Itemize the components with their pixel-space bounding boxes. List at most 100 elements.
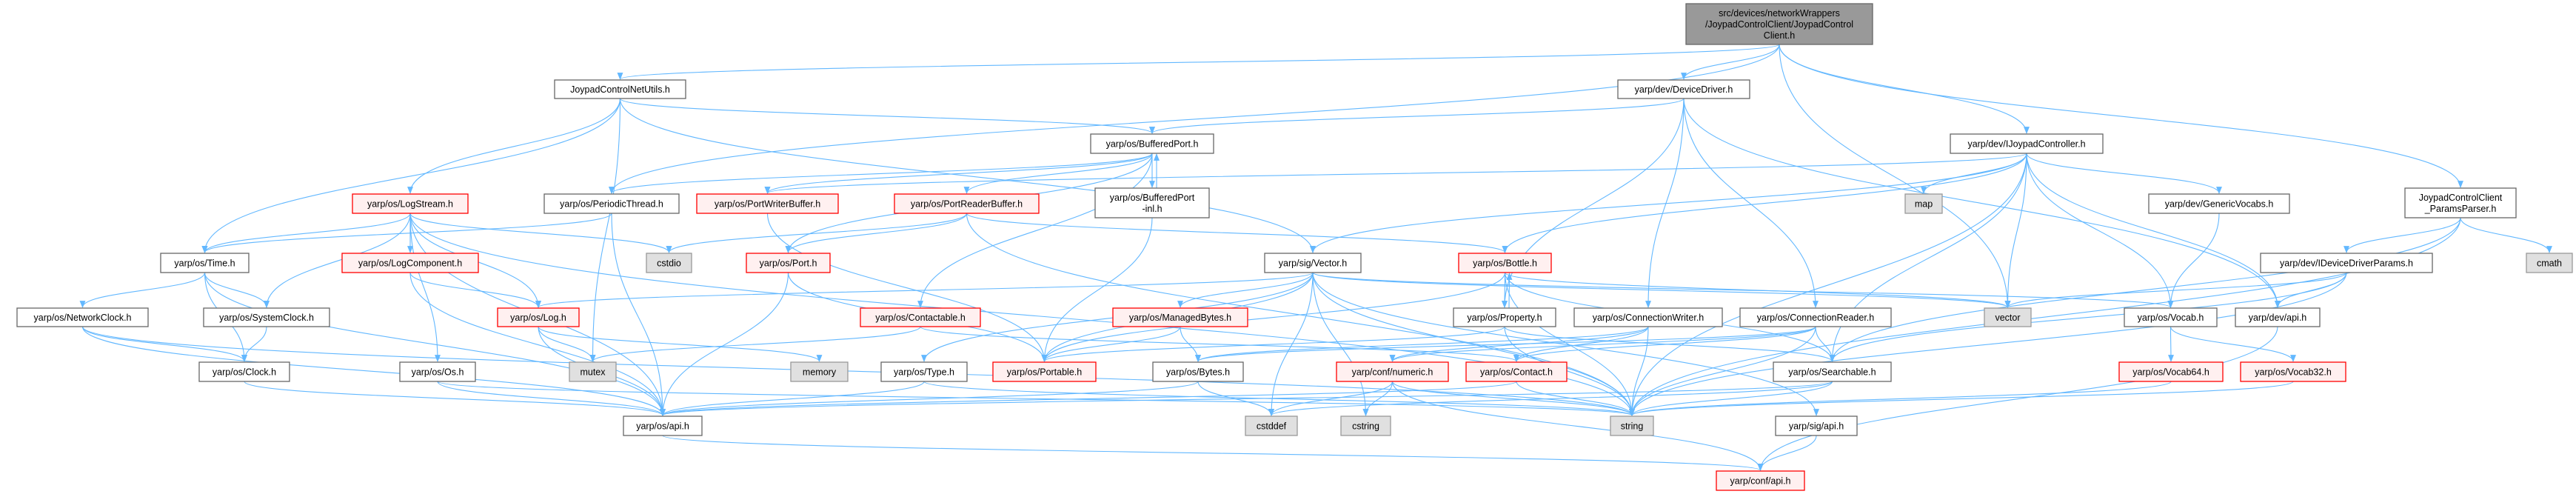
node-property[interactable]: yarp/os/Property.h bbox=[1453, 307, 1556, 327]
edge-bottle-to-vector bbox=[1504, 272, 2011, 308]
node-confapi[interactable]: yarp/conf/api.h bbox=[1716, 470, 1805, 491]
node-time[interactable]: yarp/os/Time.h bbox=[160, 253, 250, 273]
node-logstream[interactable]: yarp/os/LogStream.h bbox=[352, 193, 469, 214]
node-label: yarp/os/Port.h bbox=[760, 258, 817, 268]
node-bottle[interactable]: yarp/os/Bottle.h bbox=[1458, 253, 1552, 273]
edge-portreader-to-port bbox=[785, 213, 968, 253]
node-portable[interactable]: yarp/os/Portable.h bbox=[992, 361, 1097, 382]
edge-contactable-to-mutex bbox=[589, 326, 921, 362]
node-portwriter[interactable]: yarp/os/PortWriterBuffer.h bbox=[696, 193, 839, 214]
edge-root-to-params bbox=[1779, 44, 2463, 188]
edge-sigvector-to-cstring bbox=[1312, 272, 1369, 416]
edge-ijoypad-to-portwriter bbox=[765, 153, 2027, 194]
edge-bottle-to-string bbox=[1504, 272, 1635, 416]
node-vocab[interactable]: yarp/os/Vocab.h bbox=[2124, 307, 2218, 327]
node-label: yarp/os/api.h bbox=[636, 421, 689, 431]
node-label: yarp/os/LogStream.h bbox=[367, 198, 453, 209]
node-sigapi[interactable]: yarp/sig/api.h bbox=[1775, 415, 1858, 436]
node-cstdio: cstdio bbox=[646, 253, 692, 273]
node-box bbox=[1904, 193, 1943, 214]
edge-bufferedport-to-periodic bbox=[609, 153, 1153, 194]
node-managedbytes[interactable]: yarp/os/ManagedBytes.h bbox=[1112, 307, 1248, 327]
node-os[interactable]: yarp/os/Os.h bbox=[399, 361, 476, 382]
node-genericvocabs[interactable]: yarp/dev/GenericVocabs.h bbox=[2148, 193, 2290, 214]
node-box bbox=[1773, 361, 1892, 382]
node-label: yarp/os/Time.h bbox=[174, 258, 235, 268]
node-vocab64[interactable]: yarp/os/Vocab64.h bbox=[2118, 361, 2224, 382]
node-label: yarp/os/Vocab32.h bbox=[2255, 367, 2332, 377]
edge-genericvocabs-to-vocab bbox=[2167, 213, 2220, 308]
node-clock[interactable]: yarp/os/Clock.h bbox=[198, 361, 290, 382]
node-ijoypad[interactable]: yarp/dev/IJoypadController.h bbox=[1950, 133, 2104, 154]
edge-contact-to-string bbox=[1516, 381, 1635, 416]
node-label: cstddef bbox=[1257, 421, 1287, 431]
node-periodic[interactable]: yarp/os/PeriodicThread.h bbox=[543, 193, 680, 214]
node-vocab32[interactable]: yarp/os/Vocab32.h bbox=[2240, 361, 2346, 382]
edge-logcomponent-to-osapi bbox=[409, 272, 666, 416]
edge-ijoypad-to-string bbox=[1629, 153, 2027, 416]
node-label: yarp/os/ConnectionWriter.h bbox=[1593, 313, 1704, 323]
node-box bbox=[860, 307, 981, 327]
edge-ijoypad-to-vocab bbox=[2026, 153, 2174, 308]
node-systemclock[interactable]: yarp/os/SystemClock.h bbox=[203, 307, 330, 327]
node-log[interactable]: yarp/os/Log.h bbox=[497, 307, 580, 327]
node-box bbox=[2118, 361, 2224, 382]
node-devicedriver[interactable]: yarp/dev/DeviceDriver.h bbox=[1617, 79, 1750, 99]
node-logcomponent[interactable]: yarp/os/LogComponent.h bbox=[341, 253, 479, 273]
edge-layer bbox=[79, 44, 2552, 471]
node-portreader[interactable]: yarp/os/PortReaderBuffer.h bbox=[894, 193, 1040, 214]
edge-numeric-to-cstring bbox=[1362, 381, 1394, 416]
edge-params-to-cmath bbox=[2460, 217, 2552, 253]
edge-numeric-to-string bbox=[1391, 381, 1635, 416]
node-box bbox=[1465, 361, 1568, 382]
node-bufferedport[interactable]: yarp/os/BufferedPort.h bbox=[1090, 133, 1214, 154]
node-label: map bbox=[1915, 198, 1933, 209]
node-label: yarp/os/Portable.h bbox=[1007, 367, 1082, 377]
node-contact[interactable]: yarp/os/Contact.h bbox=[1465, 361, 1568, 382]
node-box bbox=[2240, 361, 2346, 382]
node-networkclock[interactable]: yarp/os/NetworkClock.h bbox=[16, 307, 149, 327]
edge-vocab-to-vocab32 bbox=[2169, 326, 2296, 362]
node-connwriter[interactable]: yarp/os/ConnectionWriter.h bbox=[1573, 307, 1723, 327]
node-label: yarp/os/NetworkClock.h bbox=[34, 313, 132, 323]
node-cstring: cstring bbox=[1340, 415, 1391, 436]
edge-searchable-to-cstddef bbox=[1268, 381, 1833, 416]
node-label: yarp/dev/api.h bbox=[2249, 313, 2307, 323]
node-memory: memory bbox=[790, 361, 849, 382]
node-label: yarp/dev/GenericVocabs.h bbox=[2165, 198, 2274, 209]
edge-sigvector-to-log bbox=[535, 272, 1314, 308]
edge-netutils-to-time bbox=[201, 98, 621, 253]
node-params[interactable]: JoypadControlClient_ParamsParser.h bbox=[2404, 187, 2517, 218]
edge-bottle-to-portable bbox=[1041, 272, 1506, 362]
edge-devicedriver-to-property bbox=[1502, 98, 1685, 308]
node-box bbox=[198, 361, 290, 382]
node-idriverparams[interactable]: yarp/dev/IDeviceDriverParams.h bbox=[2260, 253, 2433, 273]
node-devapi[interactable]: yarp/dev/api.h bbox=[2235, 307, 2321, 327]
edge-connreader-to-string bbox=[1629, 326, 1816, 416]
node-netutils[interactable]: JoypadControlNetUtils.h bbox=[554, 79, 686, 99]
node-box bbox=[569, 361, 617, 382]
node-bytes[interactable]: yarp/os/Bytes.h bbox=[1152, 361, 1244, 382]
node-sigvector[interactable]: yarp/sig/Vector.h bbox=[1264, 253, 1362, 273]
node-osapi[interactable]: yarp/os/api.h bbox=[623, 415, 703, 436]
node-contactable[interactable]: yarp/os/Contactable.h bbox=[860, 307, 981, 327]
edge-sigvector-to-sigapi bbox=[1312, 272, 1819, 416]
edge-time-to-systemclock bbox=[204, 272, 270, 308]
node-map: map bbox=[1904, 193, 1943, 214]
edge-logstream-to-time bbox=[201, 213, 411, 253]
node-port[interactable]: yarp/os/Port.h bbox=[746, 253, 831, 273]
node-connreader[interactable]: yarp/os/ConnectionReader.h bbox=[1739, 307, 1892, 327]
node-box bbox=[1458, 253, 1552, 273]
node-box bbox=[1739, 307, 1892, 327]
node-type[interactable]: yarp/os/Type.h bbox=[880, 361, 968, 382]
node-bpinl[interactable]: yarp/os/BufferedPort-inl.h bbox=[1094, 187, 1210, 218]
node-label: yarp/os/PortReaderBuffer.h bbox=[911, 198, 1023, 209]
node-root[interactable]: src/devices/networkWrappers/JoypadContro… bbox=[1685, 3, 1873, 45]
node-numeric[interactable]: yarp/conf/numeric.h bbox=[1336, 361, 1449, 382]
edge-networkclock-to-clock bbox=[81, 326, 247, 362]
edge-connreader-to-contact bbox=[1513, 326, 1816, 362]
edge-netutils-to-bufferedport bbox=[619, 98, 1155, 134]
edge-log-to-memory bbox=[538, 326, 823, 362]
node-searchable[interactable]: yarp/os/Searchable.h bbox=[1773, 361, 1892, 382]
